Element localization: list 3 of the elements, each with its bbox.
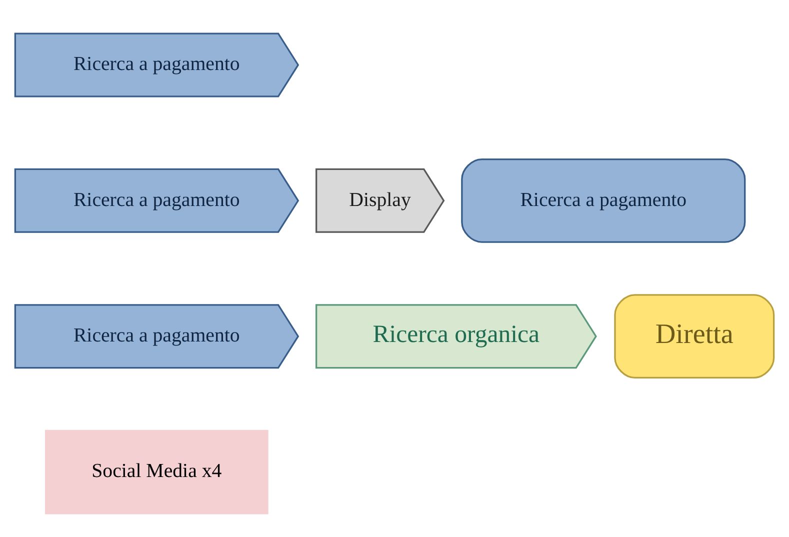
node-box: Ricerca a pagamento (461, 158, 746, 243)
node-box: Diretta (614, 294, 775, 379)
node-box: Social Media x4 (44, 430, 268, 514)
